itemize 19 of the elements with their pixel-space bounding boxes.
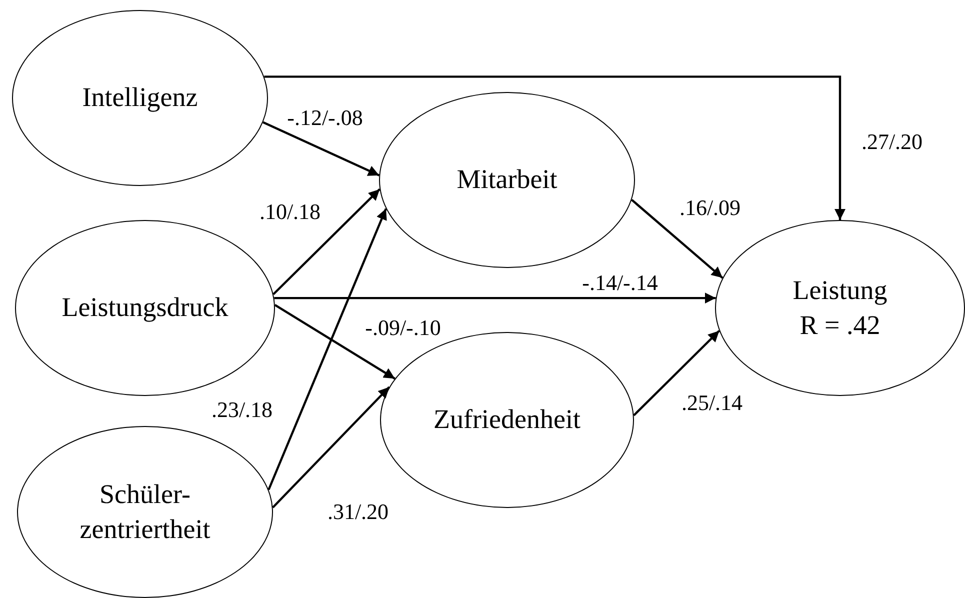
arrow xyxy=(633,330,720,416)
arrow xyxy=(262,121,380,176)
node-label: R = .42 xyxy=(800,309,880,342)
ellipse-node xyxy=(17,426,273,598)
node-label: Schüler- zentriertheit xyxy=(78,478,212,546)
node-label: Zufriedenheit xyxy=(434,403,580,436)
arrow xyxy=(274,292,716,304)
arrow xyxy=(272,188,380,296)
node-label: Leistungsdruck xyxy=(62,291,228,324)
ellipse-node xyxy=(379,92,635,268)
arrow xyxy=(274,304,396,380)
arrow xyxy=(272,386,390,508)
node-label: Leistung xyxy=(792,274,888,307)
ellipse-node xyxy=(12,10,268,186)
node-label: Intelligenz xyxy=(82,81,198,114)
arrow xyxy=(631,198,724,279)
arrow xyxy=(268,208,387,490)
arrow xyxy=(264,76,846,220)
node-label: Mitarbeit xyxy=(456,163,558,196)
